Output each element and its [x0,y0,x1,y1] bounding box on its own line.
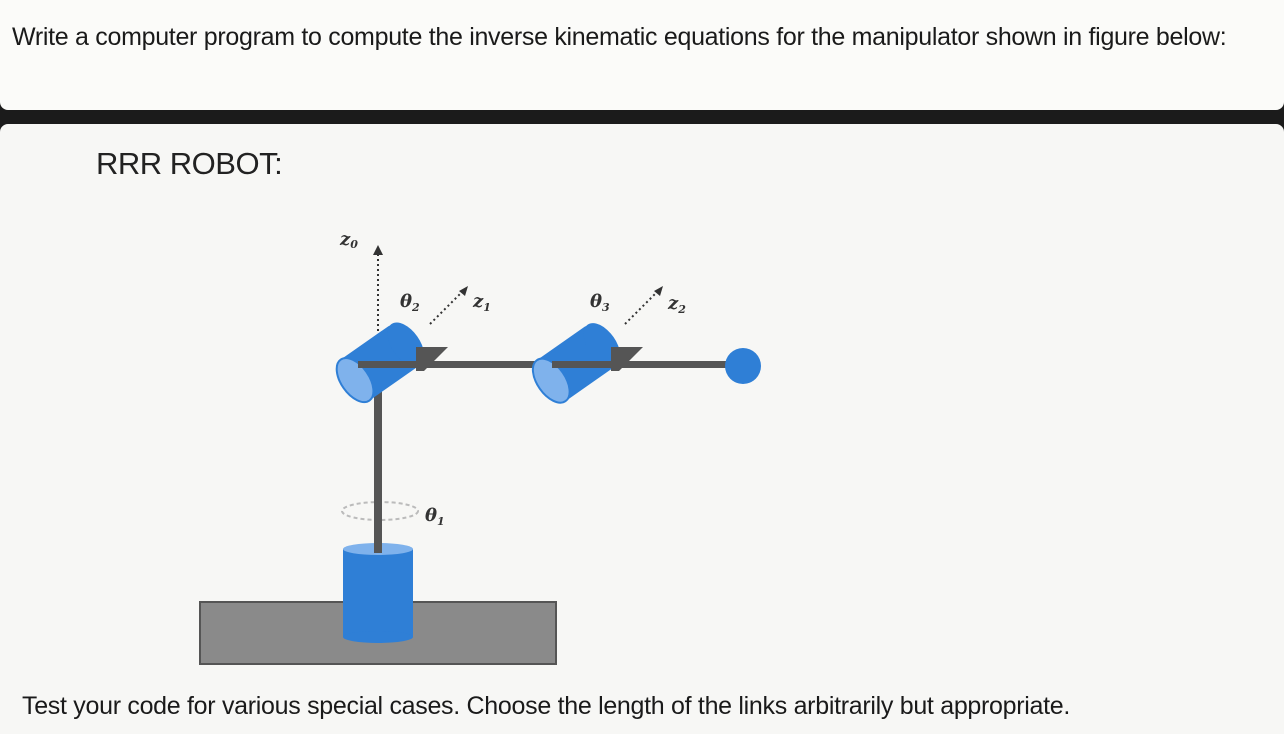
z1-axis [429,290,464,325]
base-cylinder [343,549,413,637]
link-horizontal-2 [552,361,732,368]
z2-arrowhead [654,286,663,296]
z2-axis [624,290,659,325]
z1-arrowhead [459,286,468,296]
z0-arrowhead [373,245,383,255]
joint-2 [335,322,425,404]
z1-label: z1 [472,291,491,314]
link-horizontal-1 [358,361,558,368]
link-vertical [374,377,382,553]
figure-card: RRR ROBOT: θ1 z0 [0,124,1284,734]
robot-svg: θ1 z0 θ2 z1 [199,229,761,665]
end-effector [725,348,761,384]
instructions-text: Test your code for various special cases… [22,692,1071,720]
theta3-label: θ3 [590,291,610,314]
theta1-label: θ1 [425,505,445,528]
question-card: Write a computer program to compute the … [0,0,1284,110]
rrr-robot-diagram: θ1 z0 θ2 z1 [180,209,800,679]
z2-label: z2 [667,293,686,316]
z0-label: z0 [339,229,358,251]
question-text: Write a computer program to compute the … [12,23,1227,51]
theta2-label: θ2 [400,291,420,314]
base-cylinder-bottom [343,631,413,643]
figure-title: RRR ROBOT: [96,146,283,181]
